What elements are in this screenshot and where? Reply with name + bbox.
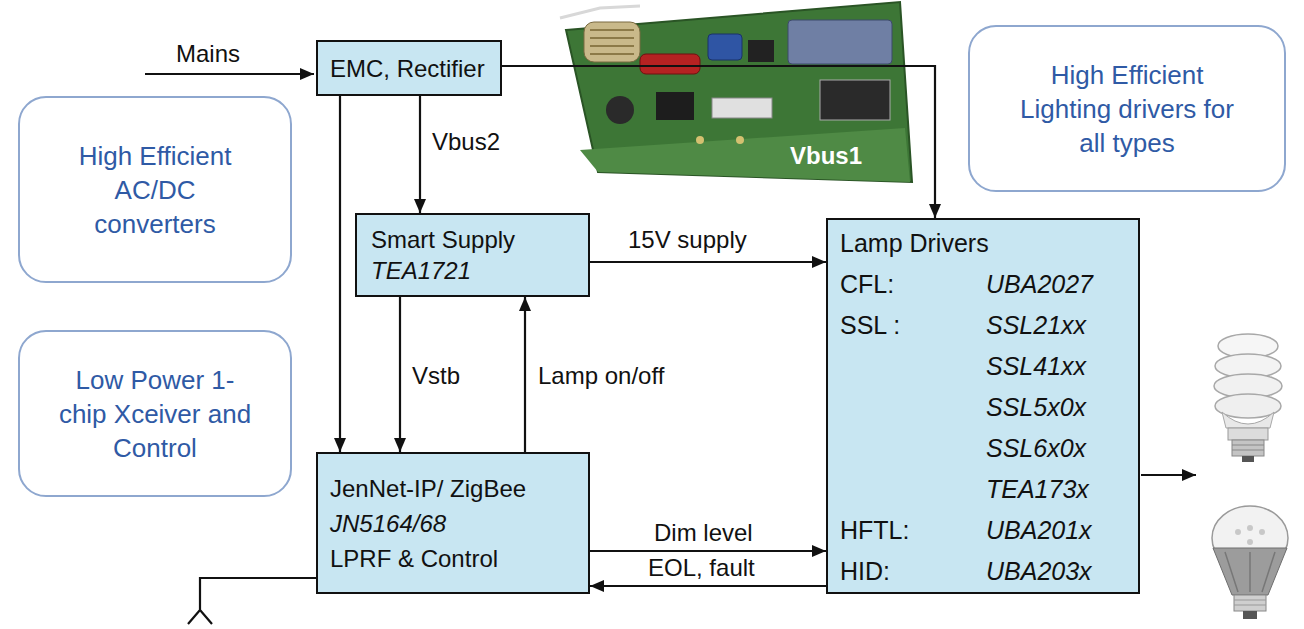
- pcb-module: [788, 20, 892, 64]
- process-box: Lamp DriversCFL: UBA2027SSL : SSL21xxSSL41…: [826, 218, 1140, 594]
- mains-arrow: [145, 73, 314, 75]
- box-title: Smart Supply: [371, 224, 574, 255]
- box-text: SSL21xx: [986, 310, 1086, 340]
- box-text: SSL41xx: [986, 351, 1086, 381]
- box-text: JN5164/68: [330, 506, 576, 541]
- box-text: SSL :: [840, 310, 900, 340]
- signal-connector: [502, 66, 935, 218]
- box-text: LPRF & Control: [330, 541, 576, 576]
- pcb-chip: [712, 98, 772, 118]
- signal-connector: [590, 585, 826, 587]
- signal-label: Dim level: [654, 519, 753, 547]
- input-label: Mains: [176, 40, 240, 68]
- signal-connector: [590, 261, 826, 263]
- callout-text: High Efficient AC/DC converters: [55, 139, 255, 241]
- process-box: EMC, Rectifier: [316, 40, 502, 96]
- pcb-chip: [820, 80, 890, 120]
- box-title: JenNet-IP/ ZigBee: [330, 471, 576, 506]
- box-title: EMC, Rectifier: [330, 53, 488, 84]
- box-text: HFTL:: [840, 515, 909, 545]
- callout-bubble: High Efficient AC/DC converters: [18, 96, 292, 283]
- signal-label: Vstb: [412, 362, 460, 390]
- pcb-chip: [748, 40, 774, 62]
- signal-connector: [339, 96, 341, 452]
- signal-label: Vbus2: [432, 128, 500, 156]
- callout-text: High Efficient Lighting drivers for all …: [1010, 58, 1244, 160]
- signal-connector: [399, 297, 401, 452]
- callout-bubble: High Efficient Lighting drivers for all …: [968, 25, 1286, 192]
- signal-label: Lamp on/off: [538, 362, 664, 390]
- box-text: SSL5x0x: [986, 392, 1086, 422]
- callout-text: Low Power 1-chip Xceiver and Control: [55, 363, 255, 465]
- signal-connector: [419, 96, 421, 213]
- pcb-chip: [656, 92, 694, 120]
- signal-label: EOL, fault: [648, 554, 755, 582]
- pcb-pad: [696, 136, 704, 144]
- pcb-inductor: [584, 22, 640, 62]
- pcb-edge: [580, 128, 910, 182]
- pcb-board: [566, 2, 912, 182]
- pcb-component: [708, 34, 742, 60]
- signal-connector: [590, 550, 826, 552]
- box-text: UBA201x: [986, 515, 1092, 545]
- pcb-pad: [736, 136, 744, 144]
- process-box: Smart SupplyTEA1721: [355, 213, 590, 297]
- callout-bubble: Low Power 1-chip Xceiver and Control: [18, 330, 292, 497]
- antenna-symbol: [188, 578, 316, 624]
- box-text: CFL:: [840, 269, 894, 299]
- box-text: HID:: [840, 556, 890, 586]
- box-text: TEA173x: [986, 474, 1089, 504]
- box-text: TEA1721: [371, 255, 574, 286]
- cfl-lamp: [1214, 334, 1282, 462]
- pcb-wire: [560, 6, 640, 18]
- box-text: SSL6x0x: [986, 433, 1086, 463]
- pcb-capacitor: [640, 54, 700, 74]
- box-title: Lamp Drivers: [840, 228, 989, 258]
- signal-connector: [524, 297, 526, 452]
- pcb-winding: [590, 30, 634, 54]
- pcb-capacitor: [606, 96, 634, 124]
- process-box: JenNet-IP/ ZigBeeJN5164/68LPRF & Control: [316, 452, 590, 594]
- signal-label: 15V supply: [628, 226, 747, 254]
- box-text: UBA2027: [986, 269, 1093, 299]
- box-text: UBA203x: [986, 556, 1092, 586]
- led-lamp: [1212, 506, 1288, 619]
- output-arrow: [1141, 474, 1196, 476]
- signal-label: Vbus1: [790, 142, 862, 170]
